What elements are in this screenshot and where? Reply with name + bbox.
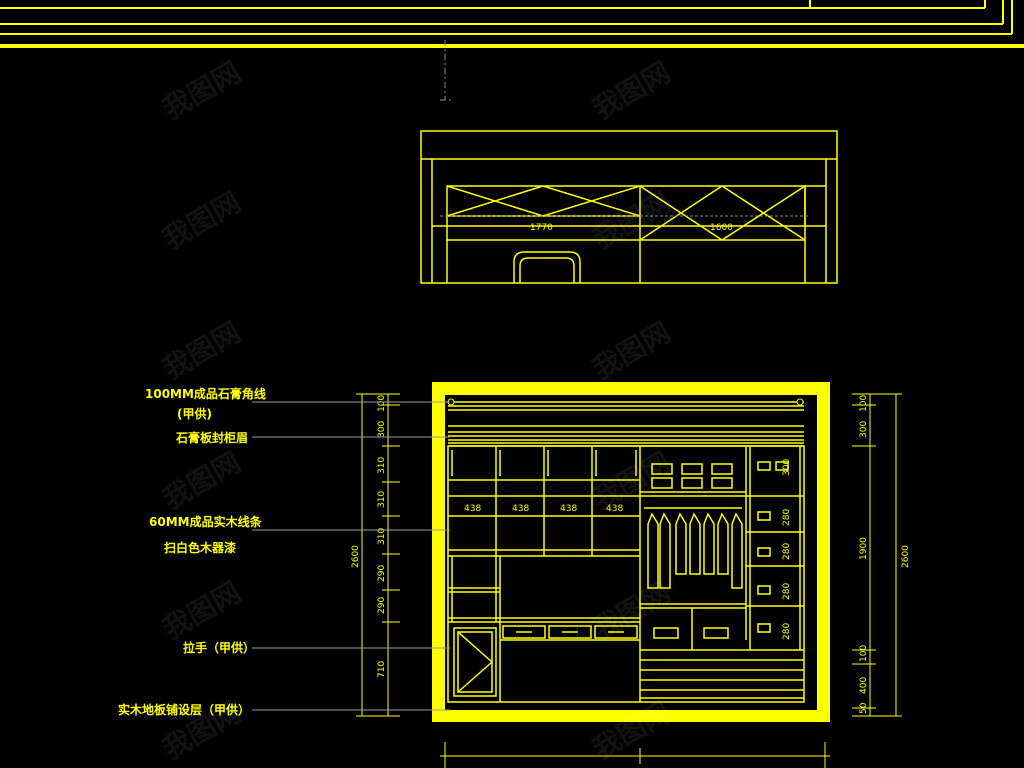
shelf-height-5: 280 xyxy=(782,623,792,640)
right-dim-6: 50 xyxy=(859,702,869,714)
ann-gypsum: 石膏板封柜眉 xyxy=(175,430,248,445)
right-dim-total: 2600 xyxy=(901,545,911,568)
ann-floor: 实木地板铺设层（甲供） xyxy=(118,702,250,717)
left-dim-6: 290 xyxy=(377,565,387,582)
ann-trim-note: 扫白色木器漆 xyxy=(164,540,236,555)
ann-trim: 60MM成品实木线条 xyxy=(149,514,263,529)
left-dim-5: 310 xyxy=(377,528,387,545)
chair-symbol xyxy=(513,251,581,283)
drawer-width-2: 438 xyxy=(512,504,529,514)
right-dim-3: 1900 xyxy=(859,537,869,560)
shelf-height-3: 280 xyxy=(782,543,792,560)
left-dim-1: 100 xyxy=(377,395,387,412)
elevation-view xyxy=(432,382,830,722)
right-dimension-chain xyxy=(852,393,902,717)
drawer-row xyxy=(500,625,640,641)
folded-clothes-bottom xyxy=(653,627,729,639)
title-block-frame xyxy=(0,0,1024,48)
ann-handle: 拉手（甲供） xyxy=(183,640,255,655)
shelf-height-labels: 300 280 280 280 280 xyxy=(782,459,792,640)
plan-dim-left: 1770 xyxy=(530,223,553,233)
left-dim-total: 2600 xyxy=(351,545,361,568)
annotation-labels: 100MM成品石膏角线 (甲供) 石膏板封柜眉 60MM成品实木线条 扫白色木器… xyxy=(118,386,266,717)
right-dim-4: 100 xyxy=(859,645,869,662)
drawer-width-4: 438 xyxy=(606,504,623,514)
right-dim-1: 100 xyxy=(859,395,869,412)
drawer-width-3: 438 xyxy=(560,504,577,514)
plan-door-swing-marks xyxy=(446,185,806,241)
right-dim-5: 400 xyxy=(859,677,869,694)
watermark-layer: 我图网 我图网 我图网 我图网 我图网 我图网 我图网 我图网 我图网 我图网 … xyxy=(157,55,676,766)
ann-crown: 100MM成品石膏角线 xyxy=(145,386,266,401)
plan-dim-right: 1600 xyxy=(710,223,733,233)
left-dimension-chain xyxy=(356,393,400,717)
left-dim-3: 310 xyxy=(377,457,387,474)
right-dimension-labels: 100 300 1900 100 400 50 2600 xyxy=(859,395,911,714)
bottom-dimension-ticks xyxy=(440,742,830,768)
left-dim-2: 300 xyxy=(377,421,387,438)
hanging-section xyxy=(640,491,804,651)
shelf-height-4: 280 xyxy=(782,583,792,600)
plan-view xyxy=(420,130,838,284)
folded-clothes-top xyxy=(651,463,733,489)
shelf-height-2: 280 xyxy=(782,509,792,526)
lower-left-door xyxy=(453,627,497,697)
left-dim-7: 290 xyxy=(377,597,387,614)
left-dim-8: 710 xyxy=(377,661,387,678)
right-shelf-column xyxy=(746,446,804,650)
upper-cabinet-grid xyxy=(448,446,640,557)
right-dim-2: 300 xyxy=(859,421,869,438)
shelf-height-1: 300 xyxy=(782,459,792,476)
left-dimension-labels: 100 300 310 310 310 290 290 710 2600 xyxy=(351,395,387,678)
axis-line xyxy=(440,40,452,101)
tv-niche xyxy=(448,556,640,702)
left-dim-4: 310 xyxy=(377,491,387,508)
plinth-lines xyxy=(640,659,804,699)
drawer-width-1: 438 xyxy=(464,504,481,514)
annotation-leaders xyxy=(252,401,450,711)
ann-crown-note: (甲供) xyxy=(177,406,212,421)
hanging-garments xyxy=(647,512,743,589)
